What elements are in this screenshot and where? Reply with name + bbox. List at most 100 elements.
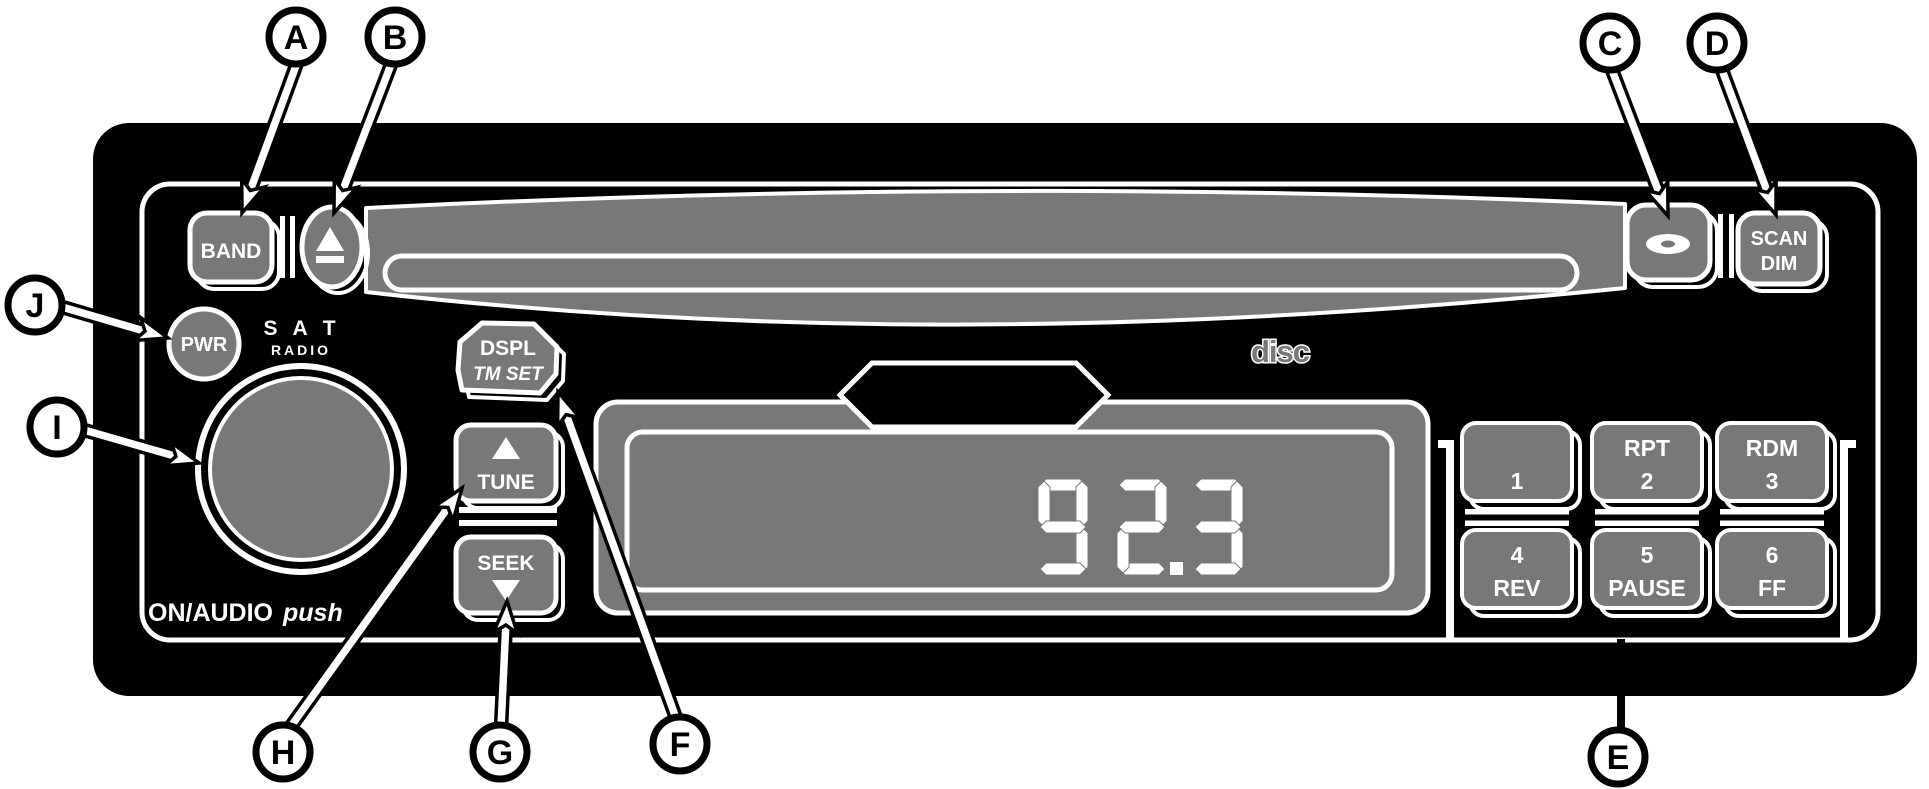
- callout-g-circle: [469, 721, 531, 783]
- seven-segment-frequency-display: [1037, 478, 1244, 576]
- callout-b-circle: [364, 6, 426, 68]
- preset-row-separator: [1595, 509, 1699, 515]
- arrow-head: [239, 173, 270, 218]
- callout-a-circle: [265, 6, 327, 68]
- volume-knob[interactable]: [208, 376, 394, 562]
- preset-4-label-top: 4: [1511, 542, 1524, 568]
- preset-6-label-top: 6: [1766, 542, 1779, 568]
- band-button-group: BAND: [187, 210, 281, 291]
- preset-6-button[interactable]: [1715, 528, 1829, 610]
- scan-label: SCAN: [1751, 228, 1808, 250]
- callout-b: B: [364, 6, 426, 68]
- preset-group-bracket-right: [1840, 440, 1856, 639]
- callout-c-letter: C: [1598, 25, 1623, 63]
- disc-slot: [382, 253, 1580, 293]
- preset-5-label-bottom: PAUSE: [1608, 575, 1686, 601]
- callout-f-letter: F: [670, 726, 691, 764]
- eject-button-group: [299, 204, 370, 295]
- tune-seek-separator: [459, 520, 557, 526]
- tune-button-group: TUNE: [453, 422, 565, 510]
- band-eject-separator: [290, 216, 295, 278]
- preset-row-separator: [1720, 509, 1824, 515]
- callout-e-letter: E: [1607, 739, 1630, 777]
- display-notch: [836, 360, 1112, 430]
- disc-scan-separator: [1729, 214, 1734, 278]
- callout-c: C: [1579, 12, 1641, 74]
- preset-row-separator: [1720, 520, 1824, 526]
- arrow-head: [428, 483, 465, 527]
- digit-segment: [1194, 520, 1242, 534]
- seek-label: SEEK: [477, 552, 534, 575]
- callout-c-circle: [1579, 12, 1641, 74]
- digit-segment: [1039, 520, 1087, 534]
- tune-seek-separator: [459, 507, 557, 513]
- digit-segment: [1230, 480, 1244, 528]
- callout-a: A: [265, 6, 327, 68]
- preset-group-bracket-left: [1438, 440, 1454, 639]
- digit-segment: [1039, 562, 1087, 576]
- volume-knob-group: [195, 363, 407, 575]
- digit-segment: [1154, 480, 1168, 528]
- callout-i-circle: [26, 396, 88, 458]
- preset-row-separator: [1465, 509, 1569, 515]
- preset-2-button[interactable]: [1590, 421, 1704, 503]
- arrow-head: [1748, 175, 1778, 220]
- preset-1-button-group: 1: [1460, 421, 1582, 511]
- scan-dim-button[interactable]: [1735, 210, 1823, 287]
- seek-down-icon: [492, 580, 520, 601]
- disc-icon: [1646, 234, 1690, 254]
- arrow-head: [1640, 176, 1670, 221]
- callout-g: G: [469, 721, 531, 783]
- eject-icon: [316, 227, 344, 263]
- callout-d-circle: [1686, 12, 1748, 74]
- callout-i: I: [26, 396, 88, 458]
- preset-4-button[interactable]: [1460, 528, 1574, 610]
- callout-h-circle: [252, 721, 314, 783]
- seven-segment-digit: [1116, 478, 1168, 576]
- band-eject-separator: [280, 216, 285, 278]
- band-button-label: BAND: [201, 240, 262, 263]
- pwr-button[interactable]: [166, 306, 242, 382]
- dim-label: DIM: [1761, 253, 1798, 275]
- disc-button-group: [1624, 202, 1719, 289]
- preset-row-separator: [1595, 520, 1699, 526]
- callout-j: J: [4, 274, 66, 336]
- callout-d: D: [1686, 12, 1748, 74]
- dspl-button[interactable]: [455, 320, 560, 396]
- arrow-head: [489, 596, 521, 639]
- disc-logo: disc: [1251, 334, 1310, 369]
- callout-f: F: [649, 713, 711, 775]
- radio-label: RADIO: [271, 342, 331, 358]
- on-audio-text: ON/AUDIO: [148, 599, 273, 627]
- disc-scan-separator: [1718, 214, 1723, 278]
- seven-segment-decimal-point: [1170, 562, 1183, 575]
- display-window: [624, 429, 1395, 593]
- callout-b-letter: B: [383, 19, 408, 57]
- preset-3-button[interactable]: [1715, 421, 1829, 503]
- arrow-shaft: [493, 622, 514, 730]
- arrow-head: [555, 387, 586, 432]
- band-button[interactable]: [187, 210, 275, 285]
- faceplate-bezel: [139, 181, 1881, 643]
- preset-5-button[interactable]: [1590, 528, 1704, 610]
- callout-j-circle: [4, 274, 66, 336]
- volume-knob-ring: [195, 363, 407, 575]
- tm-set-label: TM SET: [473, 364, 544, 385]
- callout-j-letter: J: [26, 287, 45, 325]
- callout-e-circle: [1587, 726, 1649, 788]
- digit-segment: [1116, 526, 1130, 574]
- callout-h-letter: H: [271, 734, 296, 772]
- tune-up-button[interactable]: [453, 422, 559, 504]
- seven-segment-digit: [1194, 478, 1244, 576]
- preset-3-label-bottom: 3: [1766, 468, 1779, 494]
- dspl-label: DSPL: [480, 337, 536, 360]
- push-label: push: [282, 599, 343, 627]
- preset-1-button[interactable]: [1460, 421, 1574, 503]
- sat-label: S A T: [263, 317, 340, 340]
- callout-a-letter: A: [284, 19, 309, 57]
- preset-1-label-bottom: 1: [1511, 468, 1524, 494]
- preset-6-button-group: 6FF: [1715, 528, 1837, 618]
